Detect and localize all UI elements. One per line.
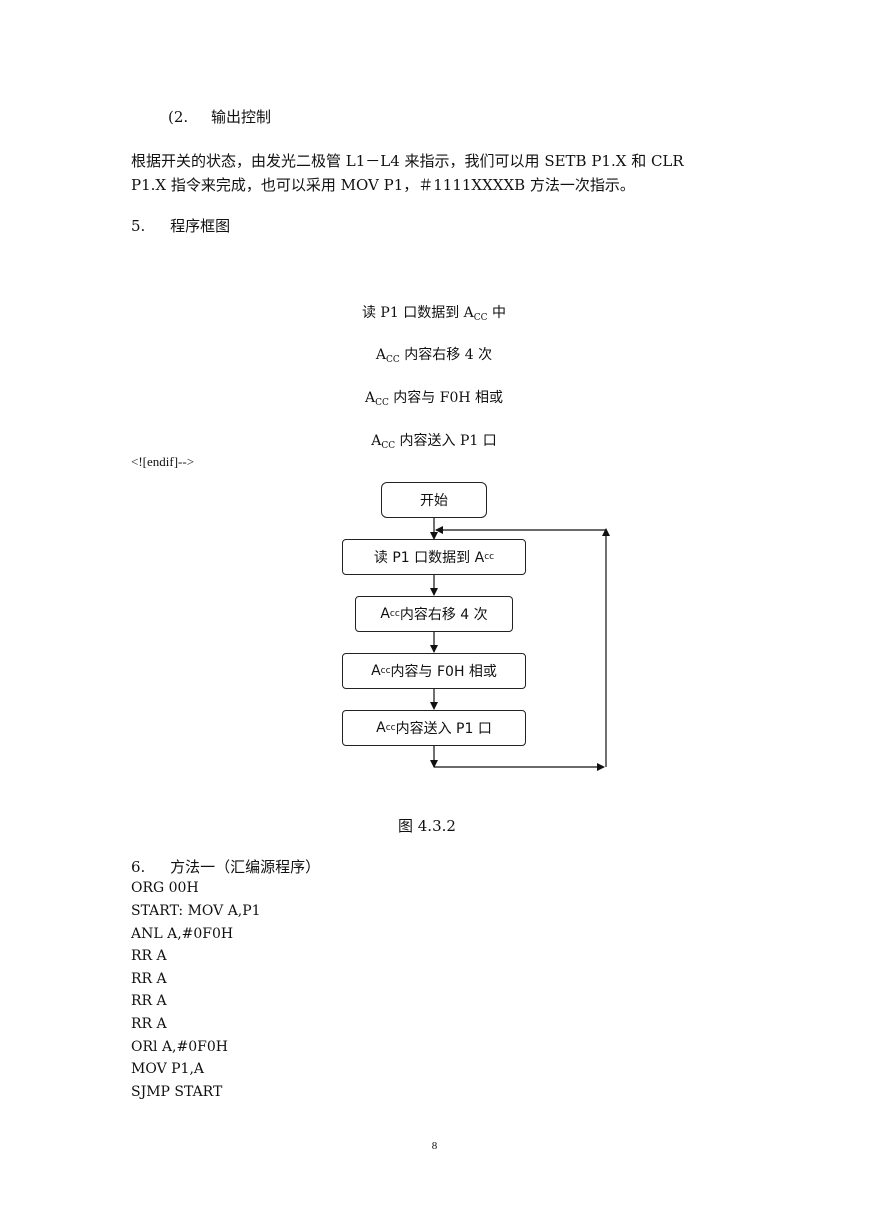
section-title: 输出控制 xyxy=(210,108,271,126)
code-line: MOV P1,A xyxy=(131,1061,205,1077)
section-title: 方法一（汇编源程序） xyxy=(170,858,321,876)
code-line: ANL A,#0F0H xyxy=(131,926,234,942)
section-number: 6. xyxy=(131,858,146,876)
figure-caption: 图 4.3.2 xyxy=(398,817,456,835)
flow-step-text: 内容右移 4 次 xyxy=(399,607,488,623)
fallback-step-text: 内容送入 P1 口 xyxy=(395,433,497,449)
fallback-step: ACC 内容与 F0H 相或 xyxy=(300,387,568,408)
section-heading: 6. 方法一（汇编源程序） xyxy=(131,856,320,877)
subscript: cc xyxy=(389,609,400,619)
fallback-step-text: A xyxy=(364,390,376,406)
flow-step-text: 读 P1 口数据到 A xyxy=(373,550,485,566)
fallback-step-text: 内容右移 4 次 xyxy=(399,347,493,363)
code-line: ORG 00H xyxy=(131,880,199,896)
code-line: RR A xyxy=(131,971,167,987)
flow-step-text: 内容送入 P1 口 xyxy=(395,721,492,737)
paragraph-line: 根据开关的状态，由发光二极管 L1－L4 来指示，我们可以用 SETB P1.X… xyxy=(131,152,684,170)
subscript: CC xyxy=(473,313,488,323)
subscript: CC xyxy=(381,441,396,451)
code-line: SJMP START xyxy=(131,1084,223,1100)
code-line: RR A xyxy=(131,1016,167,1032)
fallback-step-text: 中 xyxy=(487,305,507,321)
fallback-step-text: A xyxy=(375,347,387,363)
fallback-step: 读 P1 口数据到 ACC 中 xyxy=(300,302,568,323)
fallback-step: ACC 内容右移 4 次 xyxy=(300,344,568,365)
flow-step-text: 内容与 F0H 相或 xyxy=(390,664,497,680)
code-line: ORl A,#0F0H xyxy=(131,1039,228,1055)
fallback-step: ACC 内容送入 P1 口 xyxy=(300,430,568,451)
flow-start-box: 开始 xyxy=(381,482,487,518)
paragraph-line: P1.X 指令来完成，也可以采用 MOV P1，＃1111XXXXB 方法一次指… xyxy=(131,176,635,194)
endif-comment: <![endif]--> xyxy=(131,454,195,469)
flow-step-text: A xyxy=(376,720,386,736)
code-line: RR A xyxy=(131,948,167,964)
flow-step-text: A xyxy=(380,606,390,622)
section-number: 5. xyxy=(131,217,146,235)
flow-start-label: 开始 xyxy=(420,493,448,509)
section-title: 程序框图 xyxy=(170,217,231,235)
code-line: RR A xyxy=(131,993,167,1009)
subscript: cc xyxy=(380,666,391,676)
subscript: cc xyxy=(385,723,396,733)
page-number: 8 xyxy=(431,1140,438,1152)
fallback-step-text: A xyxy=(371,433,382,449)
subscript: CC xyxy=(375,398,389,408)
section-heading: 5. 程序框图 xyxy=(131,215,230,236)
section-heading: (2. 输出控制 xyxy=(168,106,271,127)
subscript: CC xyxy=(386,355,400,365)
fallback-step-text: 读 P1 口数据到 A xyxy=(361,305,474,321)
code-line: START: MOV A,P1 xyxy=(131,903,261,919)
fallback-step-text: 内容与 F0H 相或 xyxy=(388,390,504,406)
flow-step-text: A xyxy=(371,663,381,679)
subscript: cc xyxy=(484,552,495,562)
section-number: (2. xyxy=(168,108,189,126)
